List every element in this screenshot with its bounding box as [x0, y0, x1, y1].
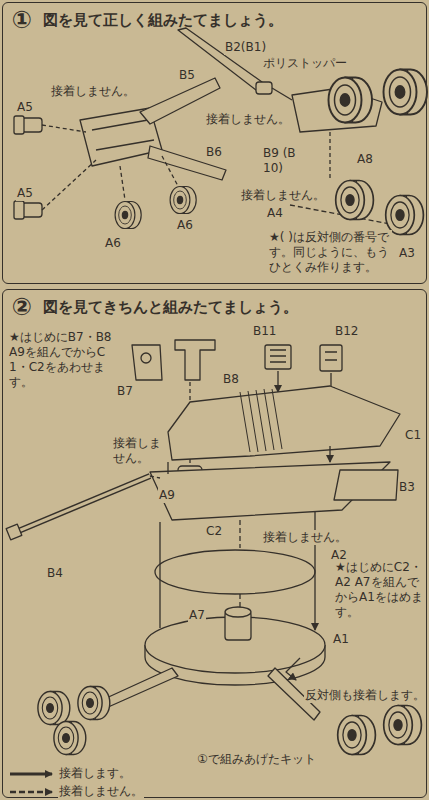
part-number: A6: [104, 236, 122, 251]
step-number-text: ①: [12, 8, 32, 32]
note-text: 接着しません。: [112, 436, 164, 466]
part-number: B11: [252, 324, 278, 339]
part-number: C1: [404, 428, 422, 443]
note-text: ★はじめにC2・A2 A7を組んでからA1をはめます。: [334, 560, 426, 620]
part-number: B2(B1): [224, 40, 267, 55]
legend-text: 接着しません。: [58, 784, 144, 799]
step-number: ②: [7, 292, 37, 322]
step-number-text: ②: [12, 295, 32, 319]
part-number: B3: [398, 480, 416, 495]
part-number: A6: [176, 218, 194, 233]
part-number: A1: [332, 632, 350, 647]
note-text: 接着しません。: [205, 112, 291, 127]
part-number: B4: [46, 566, 64, 581]
part-number: A9: [158, 488, 176, 503]
part-number: B7: [116, 384, 134, 399]
note-text: 接着しません。: [50, 84, 136, 99]
note-text: 接着しません。: [240, 188, 326, 203]
note-text: 接着しません。: [262, 530, 348, 545]
step-heading: 図を見てきちんと組みたてましょう。: [43, 298, 298, 316]
note-text: 反対側も接着します。: [304, 688, 426, 703]
step-number: ①: [7, 5, 37, 35]
part-number: C2: [205, 524, 223, 539]
part-number: B12: [334, 324, 360, 339]
note-text: ①で組みあげたキット: [196, 752, 317, 767]
part-number: B6: [205, 145, 223, 160]
step-heading: 図を見て正しく組みたてましょう。: [43, 11, 283, 29]
legend-text: 接着します。: [58, 766, 132, 781]
note-text: ★はじめにB7・B8 A9を組んでからC1・C2をあわせます。: [8, 330, 114, 390]
part-number: A4: [266, 206, 284, 221]
part-number: A8: [356, 152, 374, 167]
part-number: B9 (B10): [262, 146, 304, 176]
part-number: B5: [178, 68, 196, 83]
part-number: A5: [16, 100, 34, 115]
part-number: B8: [222, 372, 240, 387]
note-text: ★( )は反対側の番号です。同じように、もうひとくみ作ります。: [268, 230, 392, 275]
note-text: ポリストッパー: [262, 56, 348, 71]
part-number: A3: [398, 246, 416, 261]
part-number: A7: [188, 608, 206, 623]
part-number: A5: [16, 186, 34, 201]
